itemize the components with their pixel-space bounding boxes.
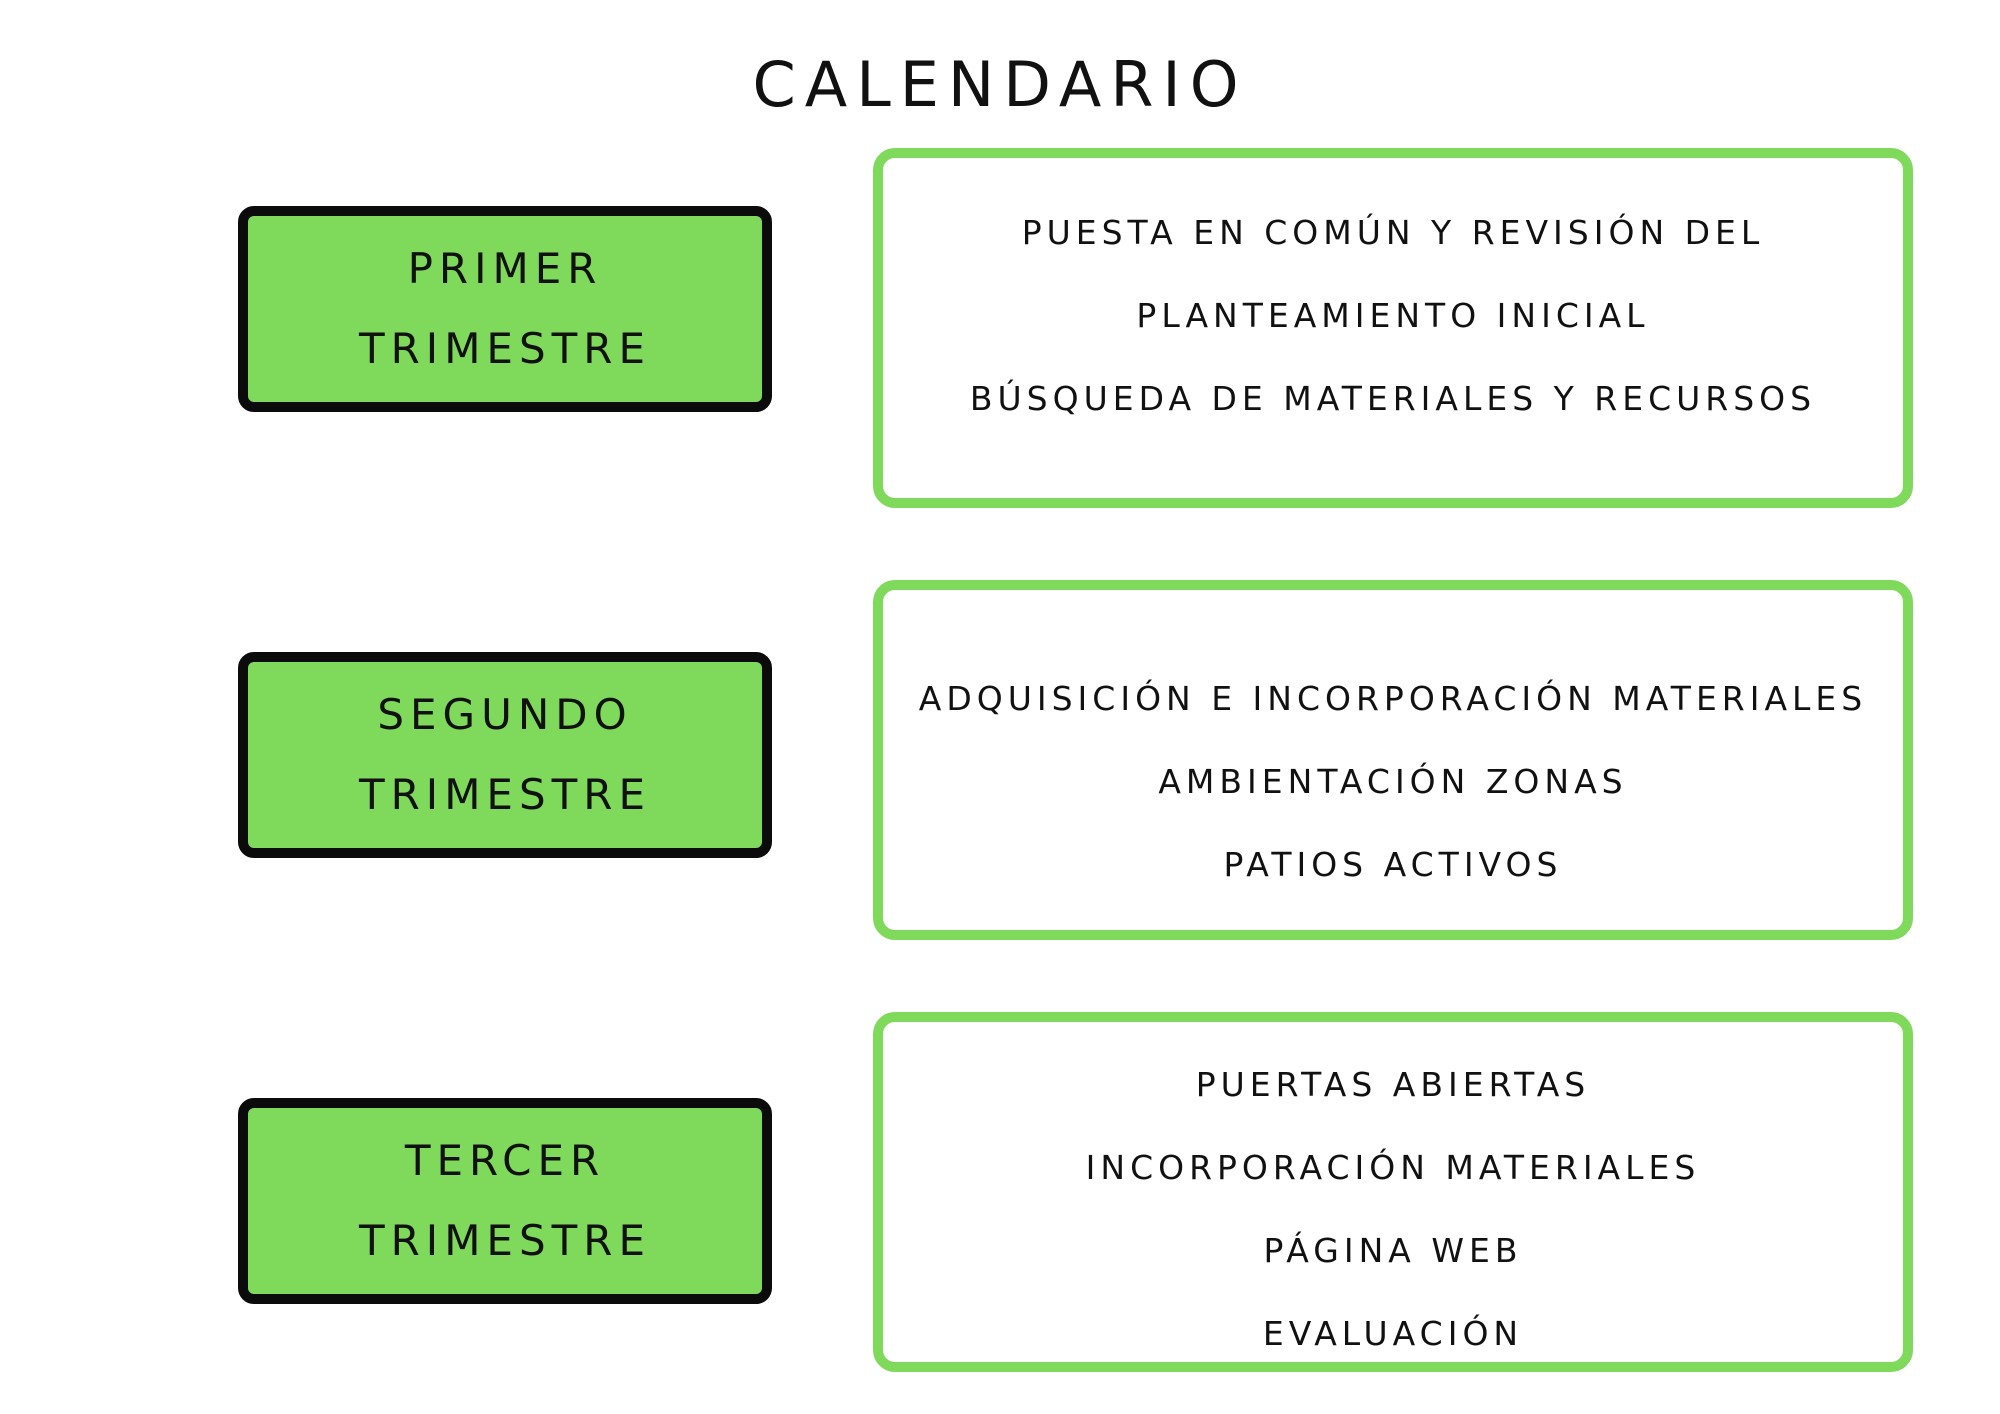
activity-item: ADQUISICIÓN E INCORPORACIÓN MATERIALES <box>918 679 1868 718</box>
trimester-label-line: TRIMESTRE <box>358 1216 652 1265</box>
activities-box-second: ADQUISICIÓN E INCORPORACIÓN MATERIALES A… <box>873 580 1913 940</box>
activity-item: PATIOS ACTIVOS <box>1223 845 1563 884</box>
trimester-label-line: TRIMESTRE <box>358 770 652 819</box>
activity-item: PÁGINA WEB <box>1263 1231 1523 1270</box>
trimester-label-line: SEGUNDO <box>377 690 633 739</box>
trimester-label-box-second: SEGUNDO TRIMESTRE <box>238 652 772 858</box>
activity-item: INCORPORACIÓN MATERIALES <box>1085 1148 1701 1187</box>
activity-item: PUESTA EN COMÚN Y REVISIÓN DEL <box>1021 213 1765 252</box>
page-title: CALENDARIO <box>752 48 1248 121</box>
activity-item: PLANTEAMIENTO INICIAL <box>1136 296 1650 335</box>
activity-item: EVALUACIÓN <box>1262 1314 1524 1353</box>
trimester-label-line: PRIMER <box>407 244 603 293</box>
activity-item: AMBIENTACIÓN ZONAS <box>1158 762 1628 801</box>
trimester-label-box-first: PRIMER TRIMESTRE <box>238 206 772 412</box>
trimester-label-line: TRIMESTRE <box>358 324 652 373</box>
activity-item: PUERTAS ABIERTAS <box>1195 1065 1591 1104</box>
activities-box-first: PUESTA EN COMÚN Y REVISIÓN DEL PLANTEAMI… <box>873 148 1913 508</box>
activities-box-third: PUERTAS ABIERTAS INCORPORACIÓN MATERIALE… <box>873 1012 1913 1372</box>
trimester-label-line: TERCER <box>404 1136 606 1185</box>
trimester-label-box-third: TERCER TRIMESTRE <box>238 1098 772 1304</box>
activity-item: BÚSQUEDA DE MATERIALES Y RECURSOS <box>969 379 1817 418</box>
